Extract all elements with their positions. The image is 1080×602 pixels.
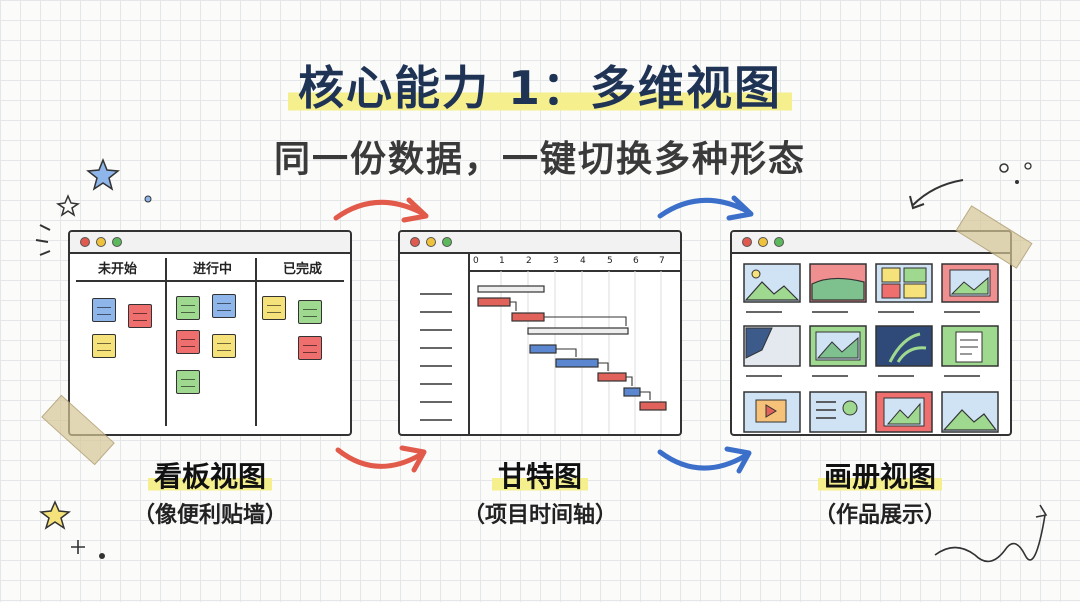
- window-titlebar: [400, 232, 680, 254]
- window-titlebar: [732, 232, 1010, 254]
- gantt-tick: 3: [553, 256, 559, 266]
- kanban-column-doing: 进行中: [192, 262, 232, 277]
- gallery-grid: [743, 263, 999, 433]
- gallery-card: [875, 391, 933, 433]
- kanban-caption: 看板视图 （像便利贴墙）: [80, 455, 340, 529]
- sticky-note[interactable]: [176, 370, 200, 394]
- maximize-dot-icon[interactable]: [112, 237, 122, 247]
- gantt-caption-desc: （项目时间轴）: [462, 503, 617, 528]
- kanban-column-done: 已完成: [282, 262, 322, 277]
- gallery-card: [743, 263, 801, 313]
- gallery-card: [875, 325, 933, 377]
- arrow-kanban-to-gantt-top: [333, 199, 423, 221]
- arrow-gantt-to-gallery-bottom: [657, 449, 748, 471]
- page-title-text: 核心能力 1：多维视图: [287, 61, 793, 115]
- kanban-header-line: [76, 280, 344, 282]
- page-subtitle: 同一份数据，一键切换多种形态: [273, 139, 806, 180]
- maximize-dot-icon[interactable]: [774, 237, 784, 247]
- gantt-task-bar: [555, 358, 599, 368]
- sticky-note[interactable]: [176, 296, 200, 320]
- gallery-caption: 画册视图 （作品展示）: [750, 455, 1010, 529]
- close-dot-icon[interactable]: [410, 237, 420, 247]
- kanban-caption-desc: （像便利贴墙）: [132, 503, 287, 528]
- gantt-dependencies: [510, 301, 651, 400]
- maximize-dot-icon[interactable]: [442, 237, 452, 247]
- gantt-chart: [420, 271, 667, 434]
- gallery-caption-title: 画册视图: [817, 460, 942, 493]
- page-title: 核心能力 1：多维视图: [0, 52, 1080, 118]
- window-titlebar: [70, 232, 350, 254]
- gantt-task-bar: [597, 372, 627, 382]
- minimize-dot-icon[interactable]: [758, 237, 768, 247]
- gantt-tick: 0: [473, 256, 479, 266]
- sparkle-icon: [55, 194, 81, 217]
- sticky-note[interactable]: [92, 298, 116, 322]
- kanban-divider: [255, 258, 257, 426]
- gallery-card: [941, 391, 999, 433]
- close-dot-icon[interactable]: [80, 237, 90, 247]
- sticky-note[interactable]: [298, 300, 322, 324]
- gallery-window: [730, 230, 1012, 436]
- sticky-note[interactable]: [128, 304, 152, 328]
- gantt-caption-title: 甘特图: [491, 460, 588, 493]
- gantt-caption: 甘特图 （项目时间轴）: [410, 455, 670, 529]
- arrow-gantt-to-gallery-top: [657, 197, 748, 219]
- sticky-note[interactable]: [212, 334, 236, 358]
- gantt-task-bar: [477, 297, 511, 307]
- gallery-card: [941, 325, 999, 377]
- gantt-task-bar: [623, 387, 641, 397]
- gallery-card: [743, 325, 801, 377]
- sticky-note[interactable]: [92, 334, 116, 358]
- star-icon: [39, 500, 71, 530]
- gallery-card: [743, 391, 801, 433]
- gantt-task-bar: [529, 344, 557, 354]
- gallery-caption-desc: （作品展示）: [813, 503, 946, 528]
- minimize-dot-icon[interactable]: [426, 237, 436, 247]
- kanban-divider: [165, 258, 167, 426]
- gantt-tick: 6: [633, 256, 639, 266]
- gantt-tick: 1: [499, 256, 505, 266]
- gantt-task-column-divider: [468, 254, 470, 434]
- gantt-summary-bar: [527, 327, 629, 335]
- kanban-caption-title: 看板视图: [147, 460, 272, 493]
- dot-icon: [144, 195, 152, 203]
- kanban-window: 未开始 进行中 已完成: [68, 230, 352, 436]
- gantt-task-bar: [639, 401, 667, 411]
- gantt-tick: 2: [526, 256, 532, 266]
- gallery-card: [809, 325, 867, 377]
- gantt-window: 0 1 2 3 4 5 6 7: [398, 230, 682, 436]
- sticky-note[interactable]: [212, 294, 236, 318]
- gantt-tick: 4: [580, 256, 586, 266]
- gallery-card: [875, 263, 933, 313]
- close-dot-icon[interactable]: [742, 237, 752, 247]
- sticky-note[interactable]: [298, 336, 322, 360]
- kanban-column-todo: 未开始: [97, 262, 137, 277]
- gantt-body: 0 1 2 3 4 5 6 7: [400, 254, 680, 434]
- gantt-task-bar: [511, 312, 545, 322]
- gallery-card: [941, 263, 999, 313]
- arrow-kanban-to-gantt-bottom: [335, 447, 423, 469]
- gantt-tick: 7: [659, 256, 665, 266]
- gantt-axis-line: [468, 270, 680, 272]
- sticky-note[interactable]: [176, 330, 200, 354]
- sticky-note[interactable]: [262, 296, 286, 320]
- gallery-card: [809, 263, 867, 313]
- gantt-task-rows: [420, 293, 452, 421]
- gantt-tick: 5: [607, 256, 613, 266]
- minimize-dot-icon[interactable]: [96, 237, 106, 247]
- gallery-card: [809, 391, 867, 433]
- gantt-summary-bar: [477, 285, 545, 293]
